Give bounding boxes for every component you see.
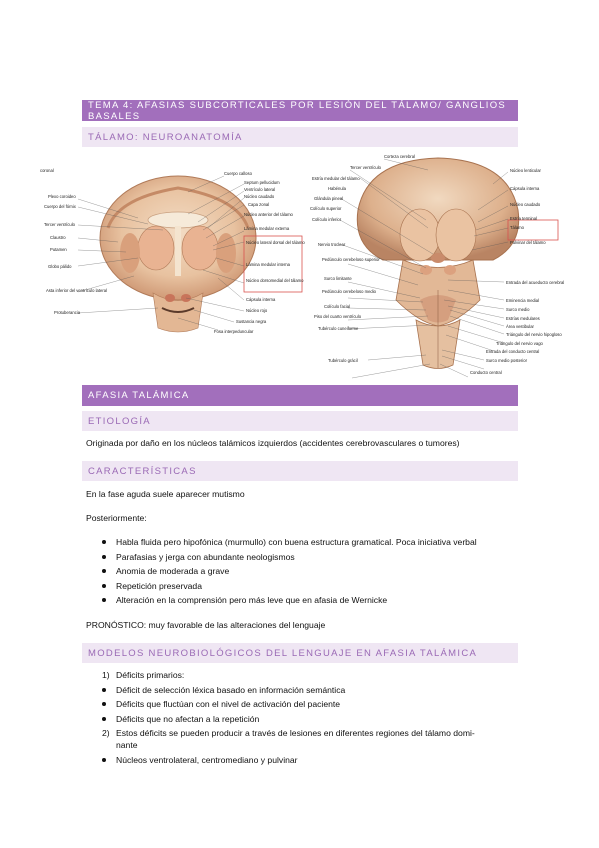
modelos-band: MODELOS NEUROBIOLÓGICOS DEL LENGUAJE EN … — [82, 643, 518, 663]
label-talamo: Tálamo — [510, 225, 525, 230]
modelos-list: 1) Déficits primarios: Déficit de selecc… — [86, 669, 475, 769]
label-eminencia-medial: Eminencia medial — [506, 298, 539, 303]
label-nucleo-caudado-r: Núcleo caudado — [510, 202, 541, 207]
fase-aguda-text: En la fase aguda suele aparecer mutismo — [86, 489, 245, 499]
list-item: Núcleos ventrolateral, centromediano y p… — [86, 754, 475, 769]
label-cuerpo-fornix: Cuerpo del fórnix — [44, 204, 77, 209]
label-coliculo-facial: Colículo facial — [324, 304, 350, 309]
label-protuberancia: Protuberancia — [54, 310, 81, 315]
label-estria-terminal: Estría terminal — [510, 216, 537, 221]
label-tercer-ventriculo-r: Tercer ventrículo — [350, 165, 382, 170]
coronal-brain-figure: coronal Plexo coroideo Cuerpo del fórnix… — [40, 168, 305, 334]
section-neuroanatomia-title: TÁLAMO: NEUROANATOMÍA — [88, 131, 243, 143]
label-surco-limitante: Surco limitante — [324, 276, 352, 281]
label-piso-cuarto: Piso del cuarto ventrículo — [314, 314, 362, 319]
label-nucleo-caudado: Núcleo caudado — [244, 194, 275, 199]
label-coronal: coronal — [40, 168, 54, 173]
label-surco-medio: Surco medio — [506, 307, 530, 312]
list-item: Déficits que no afectan a la repetición — [86, 713, 475, 728]
label-lamina-interna: Lámina medular interna — [246, 262, 291, 267]
number-2: 2) — [102, 728, 110, 739]
label-asta-inferior: Asta inferior del ventrículo lateral — [46, 288, 107, 293]
label-tuberculo-gracil: Tubérculo grácil — [328, 358, 358, 363]
label-area-vestibular: Área vestibular — [506, 324, 535, 329]
label-cuerpo-calloso: Cuerpo calloso — [224, 171, 253, 176]
label-capsula-interna-r: Cápsula interna — [510, 186, 540, 191]
label-pedunculo-medio: Pedúnculo cerebeloso medio — [322, 289, 377, 294]
label-pulvinar: Pulvinar del tálamo — [510, 240, 546, 245]
label-triangulo-hipogloso: Triángulo del nervio hipogloso — [506, 332, 562, 337]
caracteristicas-band: CARACTERÍSTICAS — [82, 461, 518, 481]
label-capa-zonal: Capa zonal — [248, 202, 269, 207]
list-item: Parafasias y jerga con abundante neologi… — [86, 551, 477, 566]
etiologia-text: Originada por daño en los núcleos talámi… — [86, 438, 460, 448]
modelos-title: MODELOS NEUROBIOLÓGICOS DEL LENGUAJE EN … — [88, 647, 478, 659]
label-septum: Septum pellucidum — [244, 180, 280, 185]
label-entrada-acueducto: Entrada del acueducto cerebral — [506, 280, 564, 285]
item-text-line1: Estos déficits se pueden producir a trav… — [116, 728, 475, 739]
label-glandula-pineal: Glándula pineal — [314, 196, 343, 201]
caracteristicas-title: CARACTERÍSTICAS — [88, 465, 197, 477]
numbered-item-1: 1) Déficits primarios: — [86, 669, 475, 684]
caracteristicas-list: Habla fluida pero hipofónica (murmullo) … — [86, 536, 477, 609]
header-title: TEMA 4: AFASIAS SUBCORTICALES POR LESIÓN… — [88, 99, 507, 122]
header-title-band: TEMA 4: AFASIAS SUBCORTICALES POR LESIÓN… — [82, 99, 518, 122]
highlight-box-left — [243, 235, 303, 293]
label-tuberculo-cuneiforme: Tubérculo cuneiforme — [318, 326, 359, 331]
number-1: 1) — [102, 670, 110, 680]
label-triangulo-vago: Triángulo del nervio vago — [496, 341, 544, 346]
list-item: Anomia de moderada a grave — [86, 565, 477, 580]
label-nucleo-lateral: Núcleo lateral dorsal del tálamo — [246, 240, 305, 245]
label-sustancia-negra: Sustancia negra — [236, 319, 267, 324]
label-habenula: Habénula — [328, 186, 347, 191]
section-neuroanatomia-band: TÁLAMO: NEUROANATOMÍA — [82, 127, 518, 147]
label-capsula-interna: Cápsula interna — [246, 297, 276, 302]
label-nucleo-lenticular: Núcleo lenticular — [510, 168, 542, 173]
label-ventriculo-lateral: Ventrículo lateral — [244, 187, 275, 192]
posteriormente-text: Posteriormente: — [86, 513, 147, 523]
list-item: Habla fluida pero hipofónica (murmullo) … — [86, 536, 477, 551]
label-nucleo-dorsomedial: Núcleo dorsomedial del tálamo — [246, 278, 304, 283]
brainstem-dorsal-figure: Corteza cerebral Tercer ventrículo Estrí… — [310, 154, 564, 379]
label-conducto-central: Conducto central — [470, 370, 502, 375]
label-claustro: Claustro — [50, 235, 66, 240]
label-lamina-externa: Lámina medular externa — [244, 226, 290, 231]
etiologia-title: ETIOLOGÍA — [88, 415, 151, 427]
item-text-line2: nante — [116, 740, 138, 751]
list-item: Repetición preservada — [86, 580, 477, 595]
label-coliculo-superior: Colículo superior — [310, 206, 342, 211]
label-nucleo-anterior: Núcleo anterior del tálamo — [244, 212, 294, 217]
label-fosa-interpeduncular: Fosa interpeduncular — [214, 329, 254, 334]
numbered-item-2: 2) Estos déficits se pueden producir a t… — [86, 727, 475, 754]
label-tercer-ventriculo: Tercer ventrículo — [44, 222, 76, 227]
label-nervio-troclear: Nervio troclear — [318, 242, 346, 247]
label-globo-palido: Globo pálido — [48, 264, 72, 269]
label-nucleo-rojo: Núcleo rojo — [246, 308, 268, 313]
list-item: Déficit de selección léxica basado en in… — [86, 684, 475, 699]
item-text: Déficits primarios: — [116, 670, 185, 680]
label-plexo-coroideo: Plexo coroideo — [48, 194, 76, 199]
label-putamen: Putamen — [50, 247, 67, 252]
label-estria-medular: Estría medular del tálamo — [312, 176, 360, 181]
section-afasia-talamica-title: AFASIA TALÁMICA — [88, 390, 190, 401]
etiologia-band: ETIOLOGÍA — [82, 411, 518, 431]
label-surco-posterior: Surco medio posterior — [486, 358, 528, 363]
label-corteza-cerebral: Corteza cerebral — [384, 154, 415, 159]
label-estrias-medulares: Estrías medulares — [506, 316, 540, 321]
pronostico-text: PRONÓSTICO: muy favorable de las alterac… — [86, 620, 326, 630]
section-afasia-talamica-band: AFASIA TALÁMICA — [82, 385, 518, 406]
highlight-box-right — [507, 219, 559, 241]
list-item: Alteración en la comprensión pero más le… — [86, 594, 477, 609]
list-item: Déficits que fluctúan con el nivel de ac… — [86, 698, 475, 713]
label-entrada-conducto: Entrada del conducto central — [486, 349, 539, 354]
label-pedunculo-superior: Pedúnculo cerebeloso superior — [322, 257, 380, 262]
label-coliculo-inferior: Colículo inferior — [312, 217, 342, 222]
